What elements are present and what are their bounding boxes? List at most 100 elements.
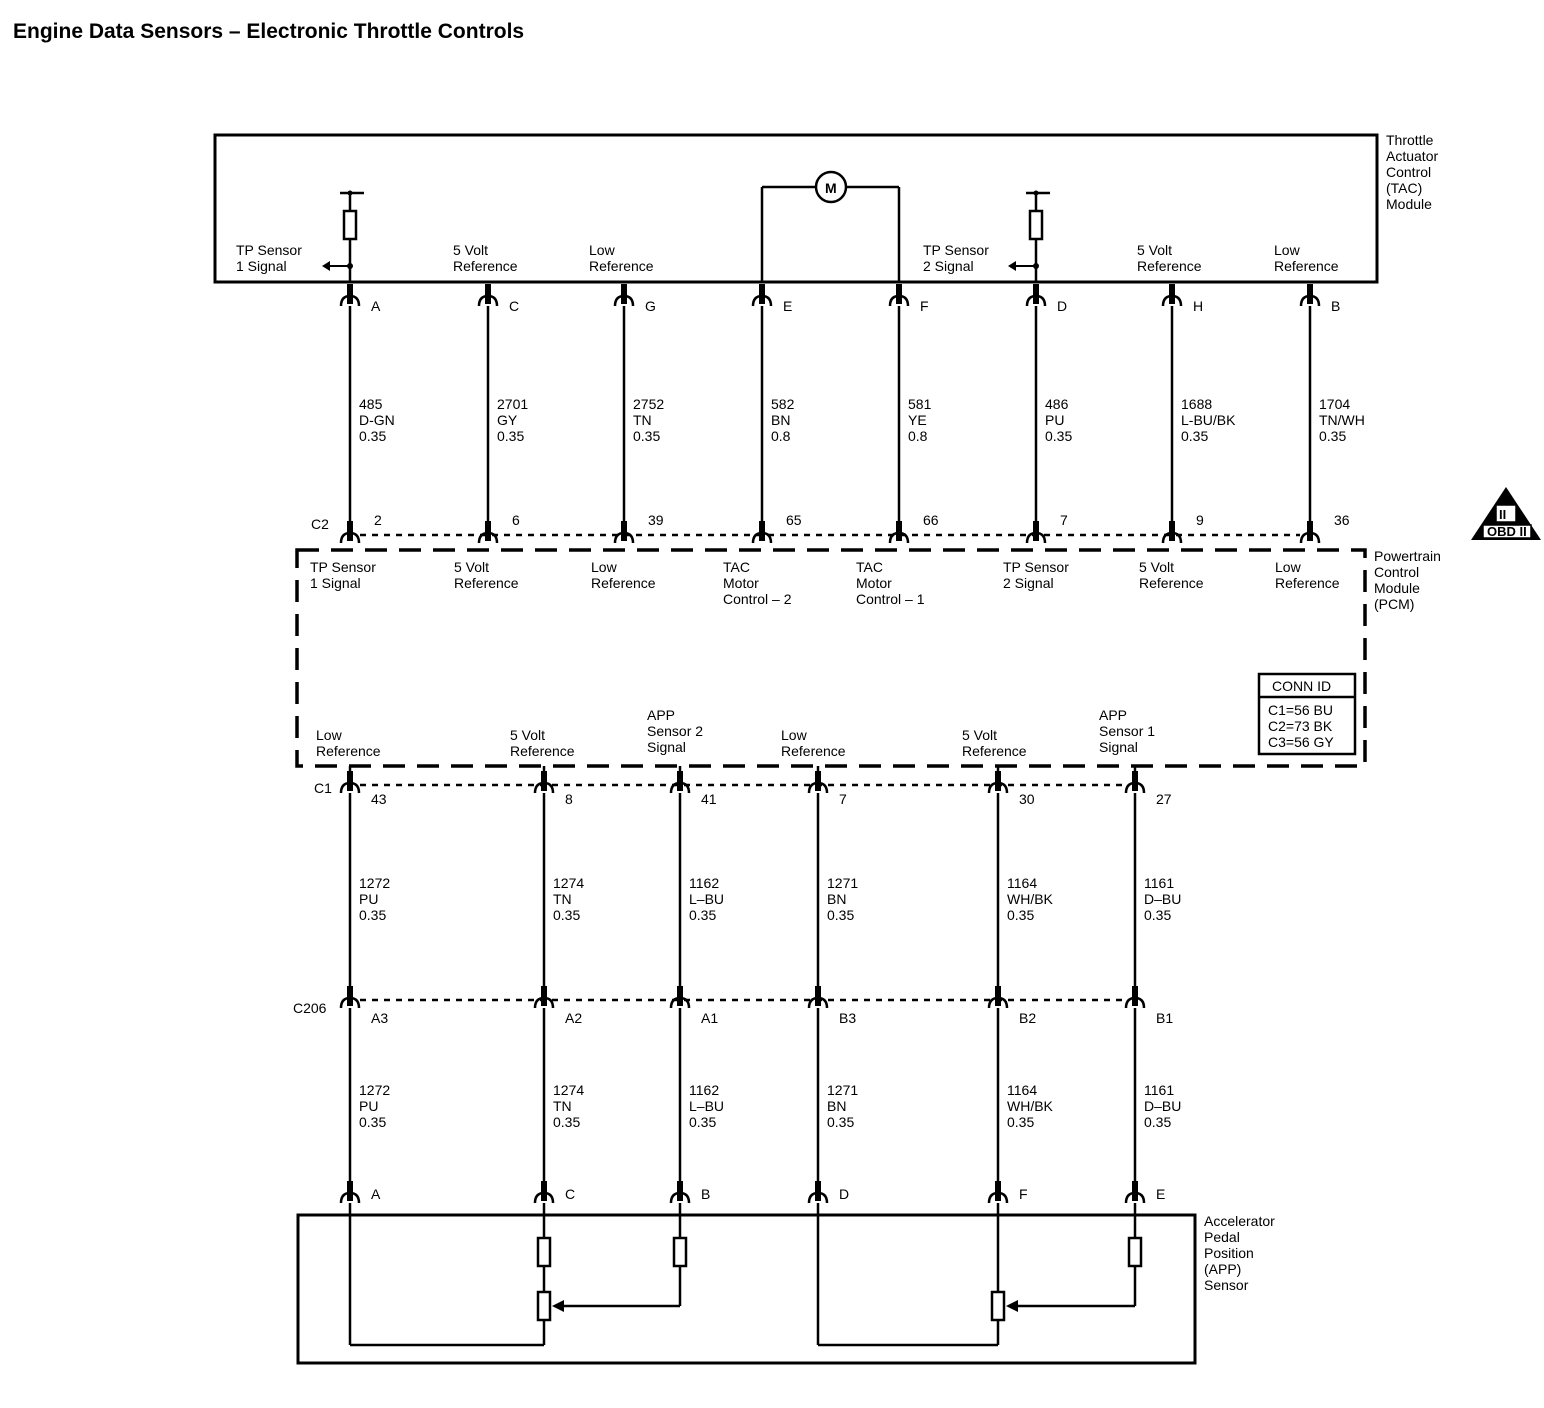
tac-module-name: (TAC) xyxy=(1386,180,1422,196)
lower-wire-spec: 0.35 xyxy=(827,1114,854,1130)
app-pin-letter: F xyxy=(1019,1186,1028,1202)
pcm-name: Control xyxy=(1374,564,1419,580)
pcm-name: (PCM) xyxy=(1374,596,1414,612)
pcm-bottom-label: Reference xyxy=(781,743,846,759)
app-sensor-pin xyxy=(533,1191,555,1204)
tac-circuit-label: Low xyxy=(1274,242,1301,258)
pcm-bottom-label: Sensor 1 xyxy=(1099,723,1155,739)
tac-module-box xyxy=(213,133,1379,284)
diagram-title: Engine Data Sensors – Electronic Throttl… xyxy=(13,20,524,43)
pcm-top-label: TAC xyxy=(723,559,750,575)
pcm-bottom-label: Reference xyxy=(316,743,381,759)
tac-wire-spec: 0.35 xyxy=(1181,428,1208,444)
pcm-bottom-label: APP xyxy=(1099,707,1127,723)
tac-connector-pin xyxy=(477,294,499,307)
lower-wire-spec: 0.35 xyxy=(689,1114,716,1130)
tac-wire-spec: YE xyxy=(908,412,927,428)
app-sensor-name: (APP) xyxy=(1204,1261,1241,1277)
pcm-bottom-label: Signal xyxy=(647,739,686,755)
pcm-top-label: Control – 1 xyxy=(856,591,925,607)
pcm-top-label: 5 Volt xyxy=(454,559,489,575)
tp-pullup-resistor xyxy=(1028,209,1044,241)
app-sensor-pin xyxy=(987,1191,1009,1204)
tac-circuit-label: 2 Signal xyxy=(923,258,974,274)
tac-wire-spec: 2701 xyxy=(497,396,528,412)
pcm-top-label: Reference xyxy=(591,575,656,591)
tp-pullup-resistor xyxy=(342,209,358,241)
upper-wire-spec: 0.35 xyxy=(553,907,580,923)
pcm-c2-pin-number: 39 xyxy=(648,512,664,528)
tac-circuit-label: Reference xyxy=(1274,258,1339,274)
upper-wire-spec: 0.35 xyxy=(359,907,386,923)
lower-wire-spec: 0.35 xyxy=(553,1114,580,1130)
tac-wire-spec: TN xyxy=(633,412,652,428)
upper-wire-spec: 1161 xyxy=(1144,875,1174,891)
pcm-name: Powertrain xyxy=(1374,548,1441,564)
conn-id-header: CONN ID xyxy=(1272,678,1331,694)
pcm-c1-pin xyxy=(669,781,691,794)
pcm-top-label: Low xyxy=(591,559,618,575)
lower-wire-spec: WH/BK xyxy=(1007,1098,1054,1114)
lower-wire-spec: 1274 xyxy=(553,1082,584,1098)
tac-pin-letter: F xyxy=(920,298,929,314)
tac-module-name: Module xyxy=(1386,196,1432,212)
tac-pin-letter: B xyxy=(1331,298,1340,314)
pcm-c1-pin xyxy=(1124,781,1146,794)
pcm-top-label: TP Sensor xyxy=(1003,559,1069,575)
app-sensor-name: Sensor xyxy=(1204,1277,1249,1293)
pcm-bottom-label: Signal xyxy=(1099,739,1138,755)
pcm-bottom-label: Reference xyxy=(962,743,1027,759)
pcm-c2-pin-number: 7 xyxy=(1060,512,1068,528)
pcm-c2-pin-number: 6 xyxy=(512,512,520,528)
c206-pin-letter: A2 xyxy=(565,1010,582,1026)
upper-wire-spec: 1162 xyxy=(689,875,719,891)
pcm-bottom-label: Reference xyxy=(510,743,575,759)
pcm-c2-pin xyxy=(1299,531,1321,544)
tac-pin-letter: A xyxy=(371,298,381,314)
pcm-c1-pin xyxy=(987,781,1009,794)
tac-connector-pin xyxy=(1161,294,1183,307)
tac-circuit-label: Reference xyxy=(589,258,654,274)
pcm-c2-pin xyxy=(1161,531,1183,544)
tac-wire-spec: BN xyxy=(771,412,790,428)
tac-wire-spec: 1704 xyxy=(1319,396,1350,412)
upper-wire-spec: D–BU xyxy=(1144,891,1181,907)
pcm-bottom-label: 5 Volt xyxy=(510,727,545,743)
pcm-name: Module xyxy=(1374,580,1420,596)
tac-wire-spec: 2752 xyxy=(633,396,664,412)
app-pin-letter: E xyxy=(1156,1186,1165,1202)
pcm-c2-pin xyxy=(888,531,910,544)
tac-wire-spec: TN/WH xyxy=(1319,412,1365,428)
upper-wire-spec: PU xyxy=(359,891,378,907)
tac-module-name: Control xyxy=(1386,164,1431,180)
tac-wire-spec: 485 xyxy=(359,396,383,412)
app-sensor-name: Pedal xyxy=(1204,1229,1240,1245)
tac-pin-letter: E xyxy=(783,298,792,314)
upper-wire-spec: 1271 xyxy=(827,875,858,891)
pcm-c2-pin-number: 2 xyxy=(374,512,382,528)
tac-wire-spec: 486 xyxy=(1045,396,1069,412)
lower-wire-spec: TN xyxy=(553,1098,572,1114)
pcm-c1-pin-number: 43 xyxy=(371,791,387,807)
app1-wiper-arrow xyxy=(1006,1300,1018,1312)
pcm-top-label: Reference xyxy=(1139,575,1204,591)
lower-wire-spec: 1162 xyxy=(689,1082,719,1098)
tac-pin-letter: H xyxy=(1193,298,1203,314)
tac-wire-spec: 0.35 xyxy=(633,428,660,444)
upper-wire-spec: 1164 xyxy=(1007,875,1037,891)
lower-wire-spec: 1161 xyxy=(1144,1082,1174,1098)
motor-icon xyxy=(814,170,848,204)
lower-wire-spec: 0.35 xyxy=(1144,1114,1171,1130)
pcm-c1-pin-number: 30 xyxy=(1019,791,1035,807)
obd-badge-numeral: II xyxy=(1499,507,1506,522)
tac-circuit-label: 5 Volt xyxy=(453,242,488,258)
tac-wire-spec: PU xyxy=(1045,412,1064,428)
tac-wire-spec: 0.35 xyxy=(497,428,524,444)
pcm-top-label: Reference xyxy=(454,575,519,591)
pcm-bottom-label: APP xyxy=(647,707,675,723)
app2-resistor xyxy=(536,1236,552,1268)
tac-circuit-label: Reference xyxy=(453,258,518,274)
app1-signal-resistor xyxy=(1127,1236,1143,1268)
pcm-top-label: TP Sensor xyxy=(310,559,376,575)
pcm-top-label: Motor xyxy=(723,575,759,591)
